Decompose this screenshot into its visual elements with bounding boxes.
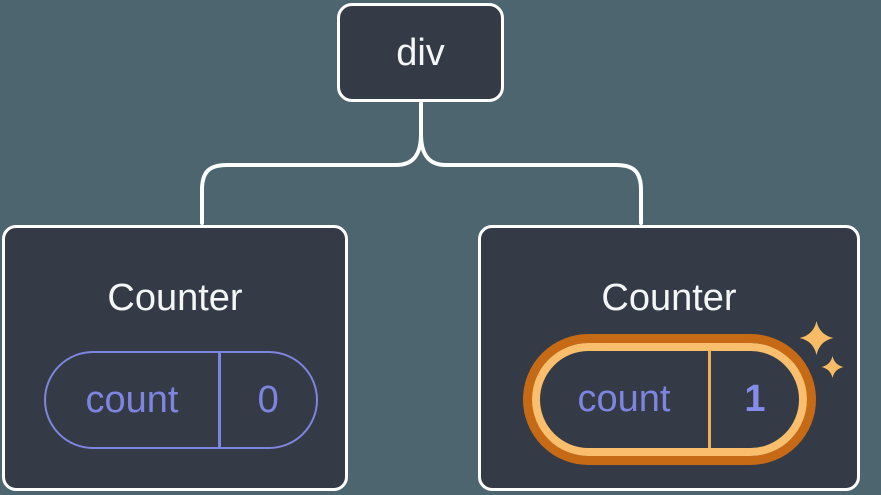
root-div-label: div (396, 31, 445, 74)
counter-card-right: Counter count 1 (478, 225, 860, 491)
state-key-label: count (577, 378, 671, 420)
highlight-ring-inner: count 1 (532, 343, 807, 456)
counter-card-left: Counter count 0 (2, 225, 348, 491)
state-pill: count 0 (44, 351, 318, 449)
connector-branch-right (419, 132, 643, 225)
root-div-node: div (337, 3, 504, 102)
pill-divider (218, 353, 221, 447)
state-key-label: count (85, 378, 179, 421)
connector-branch-left (200, 132, 423, 225)
pill-divider (708, 351, 711, 448)
state-value: 0 (257, 378, 279, 421)
card-title: Counter (601, 277, 737, 319)
card-title: Counter (107, 277, 243, 319)
state-value: 1 (744, 378, 766, 420)
highlight-ring-outer: count 1 (523, 334, 816, 465)
